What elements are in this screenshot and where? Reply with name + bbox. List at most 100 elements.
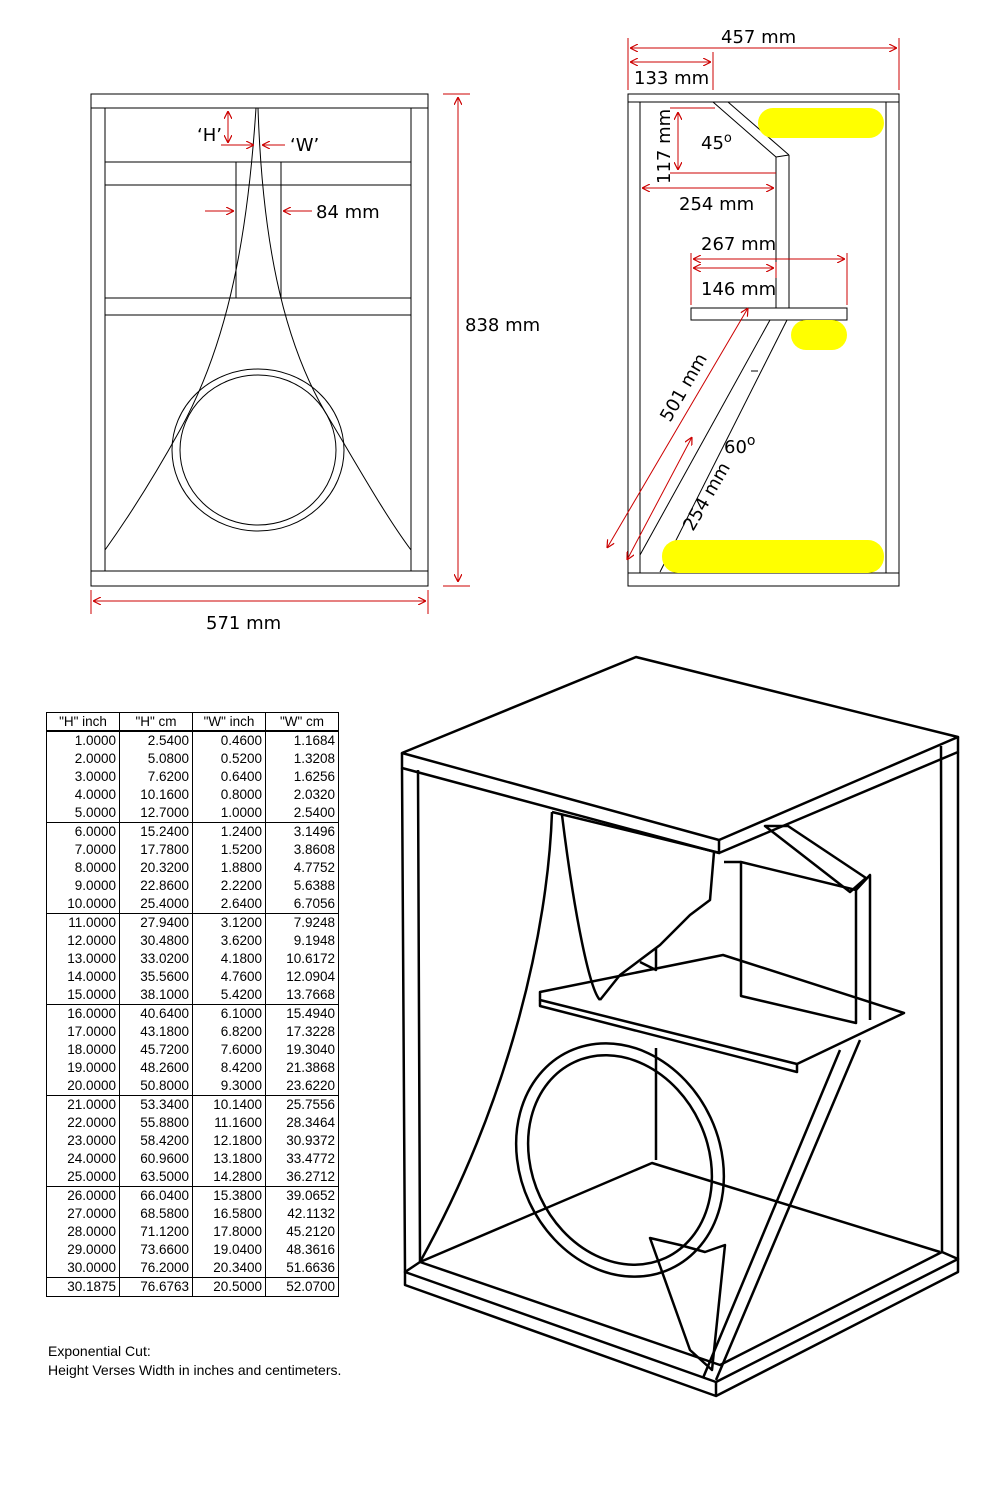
table-cell: 63.5000 xyxy=(119,1168,193,1187)
table-cell: 0.8000 xyxy=(192,786,266,804)
table-cell: 17.3228 xyxy=(265,1023,339,1041)
table-cell: 3.1496 xyxy=(265,822,339,841)
caption-line-1: Exponential Cut: xyxy=(48,1343,151,1359)
table-cell: 68.5800 xyxy=(119,1205,193,1223)
front-w-label: ‘W’ xyxy=(290,135,319,156)
table-cell: 1.8800 xyxy=(192,859,266,877)
table-cell: 11.0000 xyxy=(46,913,120,932)
table-cell: 5.0000 xyxy=(46,804,120,823)
table-cell: 7.9248 xyxy=(265,913,339,932)
table-cell: 7.6000 xyxy=(192,1041,266,1059)
side-shelf xyxy=(690,307,848,321)
table-cell: 20.3400 xyxy=(192,1259,266,1278)
table-cell: 3.8608 xyxy=(265,841,339,859)
table-cell: 9.0000 xyxy=(46,877,120,895)
table-cell: 25.7556 xyxy=(265,1095,339,1114)
table-cell: 50.8000 xyxy=(119,1077,193,1096)
table-cell: 4.7600 xyxy=(192,968,266,986)
table-cell: 21.3868 xyxy=(265,1059,339,1077)
table-cell: 12.0000 xyxy=(46,932,120,950)
highlight-middle xyxy=(791,320,847,350)
iso-horn-curve-left xyxy=(418,811,554,1263)
horn-curve-right xyxy=(257,107,412,551)
table-cell: 0.6400 xyxy=(192,768,266,786)
table-cell: 27.9400 xyxy=(119,913,193,932)
front-h-label: ‘H’ xyxy=(197,125,222,146)
table-cell: 52.0700 xyxy=(265,1277,339,1297)
table-cell: 5.4200 xyxy=(192,986,266,1005)
table-cell: 19.0000 xyxy=(46,1059,120,1077)
table-cell: 10.0000 xyxy=(46,895,120,914)
table-cell: 23.0000 xyxy=(46,1132,120,1150)
table-cell: 2.6400 xyxy=(192,895,266,914)
table-cell: 66.0400 xyxy=(119,1186,193,1205)
table-cell: 21.0000 xyxy=(46,1095,120,1114)
table-cell: 26.0000 xyxy=(46,1186,120,1205)
table-cell: 2.2200 xyxy=(192,877,266,895)
front-throat-width-label: 84 mm xyxy=(316,202,380,223)
table-cell: 19.0400 xyxy=(192,1241,266,1259)
table-cell: 12.1800 xyxy=(192,1132,266,1150)
table-cell: 29.0000 xyxy=(46,1241,120,1259)
table-cell: 15.4940 xyxy=(265,1004,339,1023)
table-cell: 1.0000 xyxy=(46,731,120,750)
highlight-bottom xyxy=(662,540,884,573)
highlight-top xyxy=(758,108,884,138)
side-angle-top-label: 45o xyxy=(701,131,732,154)
table-cell: 6.0000 xyxy=(46,822,120,841)
table-cell: 23.6220 xyxy=(265,1077,339,1096)
table-cell: 0.5200 xyxy=(192,750,266,768)
table-cell: 40.6400 xyxy=(119,1004,193,1023)
caption-line-2: Height Verses Width in inches and centim… xyxy=(48,1362,342,1378)
side-offset-label: 133 mm xyxy=(634,68,709,89)
table-cell: 6.7056 xyxy=(265,895,339,914)
table-cell: 7.6200 xyxy=(119,768,193,786)
table-cell: 2.5400 xyxy=(119,731,193,750)
table-cell: 53.3400 xyxy=(119,1095,193,1114)
table-cell: 76.6763 xyxy=(119,1277,193,1297)
table-cell: 28.3464 xyxy=(265,1114,339,1132)
table-cell: 9.1948 xyxy=(265,932,339,950)
side-diagonal-501-label: 501 mm xyxy=(656,350,712,426)
table-cell: 2.0320 xyxy=(265,786,339,804)
table-header: "W" cm xyxy=(265,712,339,732)
table-cell: 13.0000 xyxy=(46,950,120,968)
table-cell: 20.3200 xyxy=(119,859,193,877)
front-dimensions xyxy=(90,93,470,614)
front-view xyxy=(90,93,429,587)
horn-curve-left xyxy=(104,107,257,551)
iso-bottom-panel xyxy=(403,1250,960,1384)
table-cell: 24.0000 xyxy=(46,1150,120,1168)
table-cell: 45.2120 xyxy=(265,1223,339,1241)
front-width-label: 571 mm xyxy=(206,613,281,634)
iso-compartment xyxy=(739,860,858,1025)
table-cell: 25.0000 xyxy=(46,1168,120,1187)
table-cell: 4.1800 xyxy=(192,950,266,968)
table-cell: 76.2000 xyxy=(119,1259,193,1278)
table-cell: 16.5800 xyxy=(192,1205,266,1223)
table-cell: 43.1800 xyxy=(119,1023,193,1041)
table-cell: 17.0000 xyxy=(46,1023,120,1041)
table-cell: 28.0000 xyxy=(46,1223,120,1241)
iso-right-edge xyxy=(939,745,960,1259)
iso-top-panel xyxy=(400,655,960,842)
table-cell: 4.7752 xyxy=(265,859,339,877)
table-cell: 51.6636 xyxy=(265,1259,339,1278)
table-cell: 22.8600 xyxy=(119,877,193,895)
table-cell: 1.2400 xyxy=(192,822,266,841)
table-cell: 15.2400 xyxy=(119,822,193,841)
